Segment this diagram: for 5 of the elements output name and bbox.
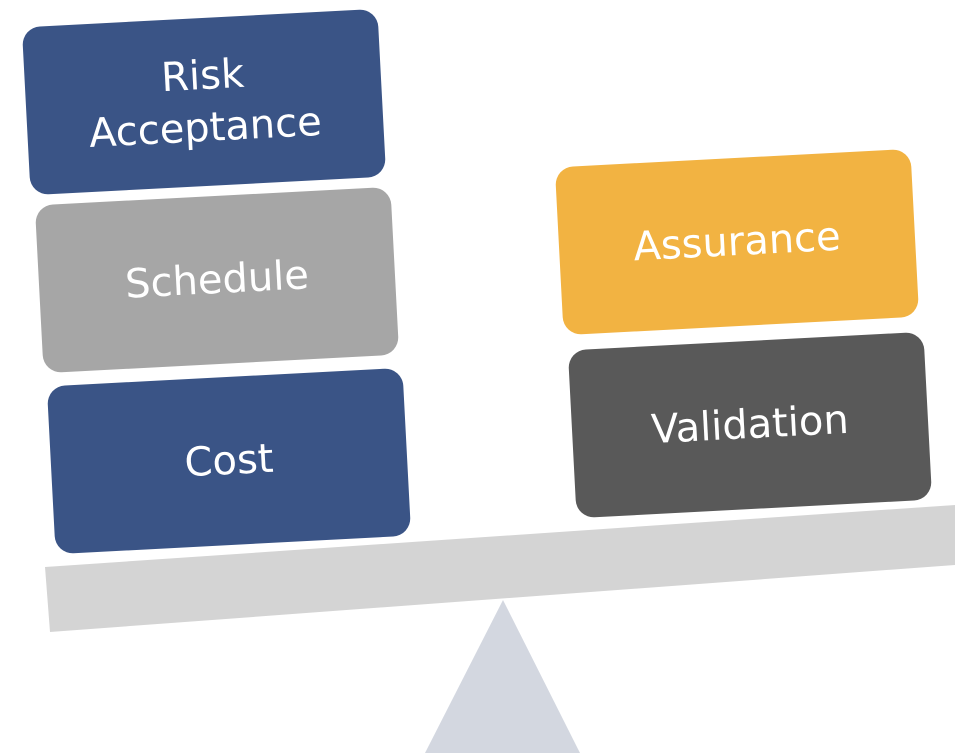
category-card: Validation bbox=[568, 332, 932, 518]
category-card: Cost bbox=[46, 368, 412, 554]
category-card: Risk Acceptance bbox=[22, 8, 386, 196]
category-card: Assurance bbox=[554, 148, 920, 336]
category-card: Schedule bbox=[34, 186, 400, 374]
